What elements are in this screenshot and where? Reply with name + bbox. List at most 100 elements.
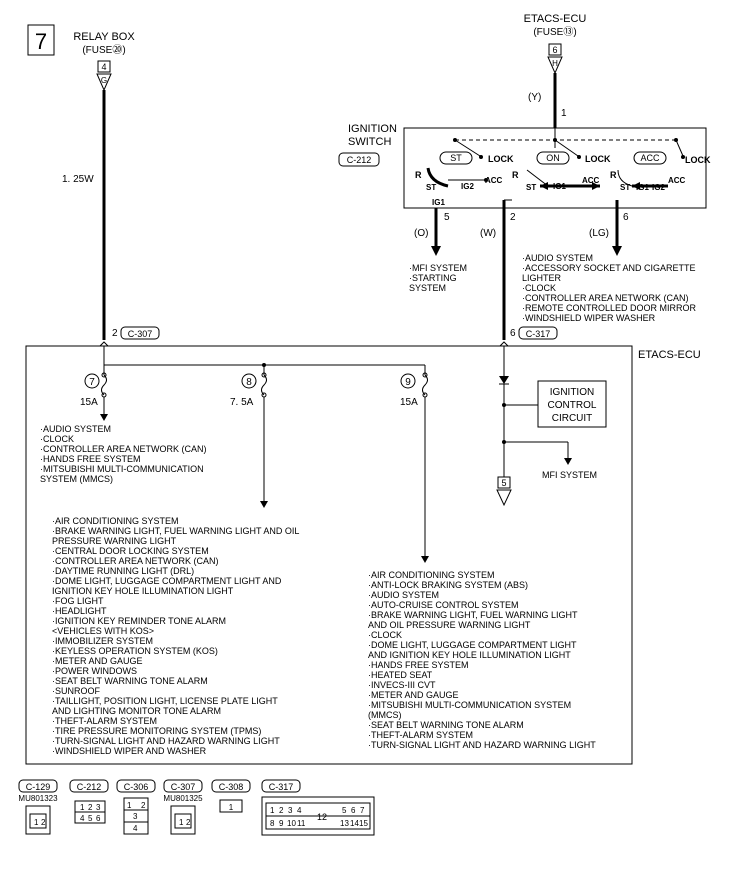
wire-w-pin: 2 <box>510 212 516 223</box>
relay-box-connector-pin: G <box>101 76 107 85</box>
fuse9-line-16: ·THEFT-ALARM SYSTEM <box>368 730 473 740</box>
legend-c317-pin-1: 1 <box>270 806 275 815</box>
r-label-acc: R <box>610 170 617 180</box>
legend-c212-pin-2: 2 <box>88 803 93 812</box>
legend-c129-shape <box>25 805 51 835</box>
fuse8-line-21: ·TIRE PRESSURE MONITORING SYSTEM (TPMS) <box>52 726 261 736</box>
legend-c129-id: C-129 <box>26 782 51 792</box>
legend-c129-part: MU801323 <box>18 794 58 803</box>
ignition-switch-title-2: SWITCH <box>348 136 391 148</box>
legend-c306-pin-2: 2 <box>141 801 146 810</box>
lg-list: ·AUDIO SYSTEM ·ACCESSORY SOCKET AND CIGA… <box>522 253 697 323</box>
legend-c212-pin-3: 3 <box>96 803 101 812</box>
ignition-control-circuit-box <box>537 380 607 428</box>
fuse-7-number: 7 <box>89 377 95 388</box>
legend-c317-pin-12: 12 <box>317 812 327 822</box>
legend-c317-pin-9: 9 <box>279 819 284 828</box>
fuse-8-number: 8 <box>246 377 252 388</box>
fuse7-line-3: ·HANDS FREE SYSTEM <box>40 454 141 464</box>
fuse-8: 8 7. 5A <box>230 365 268 508</box>
legend-c317-pin-6: 6 <box>351 806 356 815</box>
r-label-on: R <box>512 170 519 180</box>
connector-c307-label: C-307 <box>128 329 153 339</box>
legend-c317-pin-13: 13 <box>340 819 349 828</box>
lg-line-6: ·WINDSHIELD WIPER WASHER <box>522 313 656 323</box>
fuse7-line-0: ·AUDIO SYSTEM <box>40 424 111 434</box>
fuse9-line-17: ·TURN-SIGNAL LIGHT AND HAZARD WARNING LI… <box>368 740 596 750</box>
etacs-top-title: ETACS-ECU <box>524 13 587 25</box>
legend-c317-pin-4: 4 <box>297 806 302 815</box>
entry-marker-right <box>499 341 509 347</box>
legend-c306-pin-3: 3 <box>133 812 138 821</box>
r-label-st: R <box>415 170 422 180</box>
legend-c129-pin-2: 2 <box>41 818 46 827</box>
legend-c317-pin-10: 10 <box>287 819 296 828</box>
connector-c212-tag <box>338 152 380 167</box>
fuse8-line-13: ·KEYLESS OPERATION SYSTEM (KOS) <box>52 646 218 656</box>
lg-line-5: ·REMOTE CONTROLLED DOOR MIRROR <box>522 303 697 313</box>
etacs-top-terminal-number: 6 <box>552 45 557 55</box>
fuse7-line-5: SYSTEM (MMCS) <box>40 474 113 484</box>
fuse8-line-18: ·TAILLIGHT, POSITION LIGHT, LICENSE PLAT… <box>52 696 278 706</box>
wire-lg-color: (LG) <box>589 228 609 239</box>
relay-box-title: RELAY BOX <box>73 31 135 43</box>
fuse9-line-8: AND IGNITION KEY HOLE ILLUMINATION LIGHT <box>368 650 571 660</box>
wire-o-pin: 5 <box>444 212 450 223</box>
legend-c212-pin-6: 6 <box>96 814 101 823</box>
fuse8-line-15: ·POWER WINDOWS <box>52 666 137 676</box>
etacs-ecu-box-label: ETACS-ECU <box>638 349 701 361</box>
legend-c308-id: C-308 <box>219 782 244 792</box>
acc-label-acc: ACC <box>668 176 686 185</box>
fuse8-line-7: IGNITION KEY HOLE ILLUMINATION LIGHT <box>52 586 234 596</box>
fuse8-line-4: ·CONTROLLER AREA NETWORK (CAN) <box>52 556 219 566</box>
wire-lg-pin: 6 <box>623 212 629 223</box>
legend-c317-pin-14: 14 <box>350 819 359 828</box>
etacs-top-connector-symbol <box>547 56 563 75</box>
fuse9-line-3: ·AUTO-CRUISE CONTROL SYSTEM <box>368 600 519 610</box>
wire-o-arrow <box>431 246 441 256</box>
fuse9-line-13: ·MITSUBISHI MULTI-COMMUNICATION SYSTEM <box>368 700 571 710</box>
fuse9-line-1: ·ANTI-LOCK BRAKING SYSTEM (ABS) <box>368 580 528 590</box>
legend-c317-shape <box>261 796 375 836</box>
ig2-label-st: IG2 <box>461 182 474 191</box>
lg-line-4: ·CONTROLLER AREA NETWORK (CAN) <box>522 293 689 303</box>
acc-label-st: ACC <box>485 176 503 185</box>
legend-c307-shape <box>170 805 196 835</box>
switch-position-acc: ACC LOCK R ST IG1 IG2 ACC <box>610 138 711 192</box>
diode-symbol <box>499 376 509 384</box>
fuse8-line-10: ·IGNITION KEY REMINDER TONE ALARM <box>52 616 226 626</box>
lg-line-3: ·CLOCK <box>522 283 556 293</box>
fuse7-line-4: ·MITSUBISHI MULTI-COMMUNICATION <box>40 464 204 474</box>
lg-line-0: ·AUDIO SYSTEM <box>522 253 593 263</box>
fuse8-line-5: ·DAYTIME RUNNING LIGHT (DRL) <box>52 566 194 576</box>
fuse8-line-20: ·THEFT-ALARM SYSTEM <box>52 716 157 726</box>
fuse9-line-10: ·HEATED SEAT <box>368 670 433 680</box>
legend-c317-pin-15: 15 <box>359 819 368 828</box>
legend-c307-id: C-307 <box>171 782 196 792</box>
lg-line-2: LIGHTER <box>522 273 562 283</box>
mode-label-st: ST <box>450 153 462 163</box>
fuse8-line-22: ·TURN-SIGNAL LIGHT AND HAZARD WARNING LI… <box>52 736 280 746</box>
fuse9-line-2: ·AUDIO SYSTEM <box>368 590 439 600</box>
fuse-7-rating: 15A <box>80 397 98 408</box>
wire-left-pin: 2 <box>112 328 118 339</box>
legend-c306-pin-4: 4 <box>133 824 138 833</box>
wire-y-pin: 1 <box>561 108 567 119</box>
fuse9-line-9: ·HANDS FREE SYSTEM <box>368 660 469 670</box>
fuse-8-rating: 7. 5A <box>230 397 254 408</box>
connector-c317-tag <box>518 326 558 340</box>
legend-c212-id: C-212 <box>77 782 102 792</box>
fuse9-line-12: ·METER AND GAUGE <box>368 690 459 700</box>
fuse-9-number: 9 <box>405 377 411 388</box>
relay-box-terminal-number: 4 <box>101 62 106 72</box>
fuse9-line-14: (MMCS) <box>368 710 402 720</box>
st-label-on: ST <box>526 183 536 192</box>
fuse7-list: ·AUDIO SYSTEM ·CLOCK ·CONTROLLER AREA NE… <box>40 424 207 484</box>
legend-c212-pin-5: 5 <box>88 814 93 823</box>
relay-box-terminal-box <box>97 60 111 73</box>
etacs-ecu-box <box>25 345 633 765</box>
fuse7-line-2: ·CONTROLLER AREA NETWORK (CAN) <box>40 444 207 454</box>
connector-legend: C-129 MU801323 1 2 C-212 1 2 3 4 5 6 C-3… <box>18 779 375 836</box>
legend-c317-pin-11: 11 <box>297 819 306 828</box>
